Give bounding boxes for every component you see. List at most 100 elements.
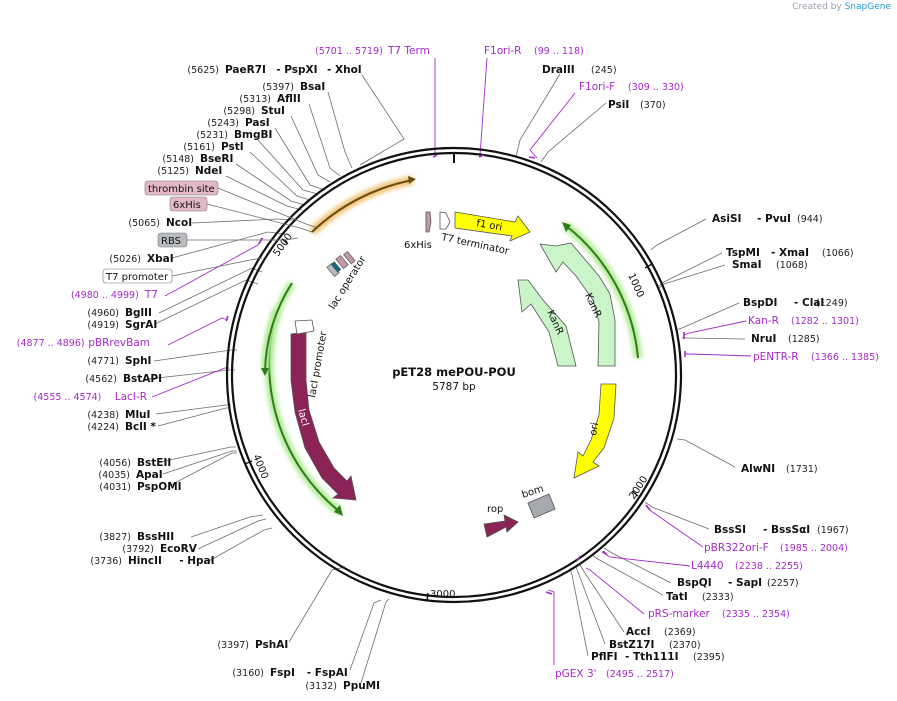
right-primer-5: pGEX 3' xyxy=(555,668,597,680)
enzyme-name-1: BsaI xyxy=(300,81,325,93)
right-primer-pos-2: (1985 .. 2004) xyxy=(780,543,848,554)
enzyme-name-14: BstAPI xyxy=(123,373,162,385)
left-primer-0: T7 xyxy=(144,289,158,301)
enzyme-pos-24: (3160) xyxy=(232,668,264,679)
sixhis-box-label: 6xHis xyxy=(173,200,201,211)
renzyme-extra-5: - ClaI xyxy=(794,297,824,309)
renzyme-name-5: BspDI xyxy=(743,297,777,309)
enzyme-pos-20: (3827) xyxy=(99,532,131,543)
renzyme-pos-6: (1285) xyxy=(788,334,820,345)
right-primer-2: pBR322ori-F xyxy=(704,542,769,554)
enzyme-name-17: BstEII xyxy=(137,457,171,469)
renzyme-extra-8: - BssSαI xyxy=(763,524,810,536)
t7-promoter-label: T7 promoter xyxy=(105,272,169,283)
enzyme-pos-21: (3792) xyxy=(122,544,154,555)
right-primer-pos-0: (1282 .. 1301) xyxy=(791,316,859,327)
right-primer-0: Kan-R xyxy=(748,315,779,327)
left-primer-pos-1: (4877 .. 4896) xyxy=(17,338,85,349)
renzyme-name-11: AccI xyxy=(626,626,650,638)
enzyme-pos-16: (4224) xyxy=(87,422,119,433)
enzyme-pos-12: (4919) xyxy=(87,320,119,331)
enzyme-pos-14: (4562) xyxy=(85,374,117,385)
enzyme-name-22: HincII xyxy=(128,555,162,567)
renzyme-name-4: SmaI xyxy=(732,259,762,271)
enzyme-pos-22: (3736) xyxy=(90,556,122,567)
feature-f1-ori: f1 ori xyxy=(454,211,531,242)
rop-label: rop xyxy=(487,504,503,515)
right-primer-pos-4: (2335 .. 2354) xyxy=(722,609,790,620)
tick-2000: 2000 xyxy=(627,474,650,501)
enzyme-pos-23: (3397) xyxy=(217,640,249,651)
renzyme-pos-9: (2257) xyxy=(767,578,799,589)
renzyme-pos-5: (1249) xyxy=(816,298,848,309)
enzyme-name-5: BmgBI xyxy=(234,129,272,141)
sixxhis-label: 6xHis xyxy=(404,240,432,251)
enzyme-name-2: AflII xyxy=(277,93,301,105)
enzyme-extra-0: - PspXI xyxy=(276,64,317,76)
enzyme-pos-1: (5397) xyxy=(262,82,294,93)
enzyme-name-3: StuI xyxy=(261,105,285,117)
renzyme-extra-9: - SapI xyxy=(728,577,762,589)
f1-ori-label: f1 ori xyxy=(475,218,503,233)
tick-1000: 1000 xyxy=(625,272,645,300)
feature-lac-operator: lac operator xyxy=(326,250,369,312)
top-primer-pos-1: (99 .. 118) xyxy=(534,46,584,57)
plasmid-name: pET28 mePOU-POU xyxy=(392,365,516,379)
renzyme-extra-3: - XmaI xyxy=(771,247,809,259)
box-leaders xyxy=(171,187,319,277)
enzyme-pos-2: (5313) xyxy=(239,94,271,105)
renzyme-pos-11: (2369) xyxy=(664,627,696,638)
orf-arcs xyxy=(261,175,643,516)
enzyme-pos-9: (5065) xyxy=(128,218,160,229)
enzyme-pos-3: (5298) xyxy=(223,106,255,117)
renzyme-name-12: BstZ17I xyxy=(609,639,654,651)
renzyme-name-2: AsiSI xyxy=(712,213,741,225)
right-primer-4: pRS-marker xyxy=(648,608,711,620)
enzyme-name-16: BclI * xyxy=(125,421,156,433)
enzyme-name-24: FspI xyxy=(270,667,295,679)
right-primer-3: L4440 xyxy=(691,560,724,572)
feature-bom: bom xyxy=(521,484,556,519)
renzyme-name-13: PflFI xyxy=(591,651,618,663)
enzyme-extra2-0: - XhoI xyxy=(327,64,362,76)
enzyme-pos-0: (5625) xyxy=(187,65,219,76)
renzyme-pos-12: (2370) xyxy=(669,640,701,651)
ori-label: ori xyxy=(588,422,601,437)
t7-terminator-label: T7 terminator xyxy=(439,232,510,257)
feature-rop: rop xyxy=(483,504,519,538)
top-primer-2: F1ori-F xyxy=(579,81,615,93)
right-primer-pos-1: (1366 .. 1385) xyxy=(811,352,879,363)
snapgene-logo: SnapGene xyxy=(844,2,891,12)
enzyme-name-0: PaeR7I xyxy=(225,64,266,76)
feature-kanr-inner: KanR xyxy=(517,279,577,367)
thrombin-label: thrombin site xyxy=(148,184,215,195)
right-primer-1: pENTR-R xyxy=(753,351,799,363)
enzyme-pos-5: (5231) xyxy=(196,130,228,141)
renzyme-name-7: AlwNI xyxy=(741,463,775,475)
enzyme-name-12: SgrAI xyxy=(125,319,157,331)
site-labels: (5625) PaeR7I - PspXI - XhoI (5397) BsaI (5313… xyxy=(17,45,879,692)
enzyme-pos-10: (5026) xyxy=(109,254,141,265)
renzyme-name-8: BssSI xyxy=(714,524,746,536)
plasmid-length: 5787 bp xyxy=(432,381,476,393)
top-primer-pos-2: (309 .. 330) xyxy=(628,82,684,93)
renzyme-pos-13: (2395) xyxy=(693,652,725,663)
renzyme-pos-2: (944) xyxy=(797,214,823,225)
boxed-label-thrombin: thrombin site xyxy=(144,180,219,196)
enzyme-name-7: BseRI xyxy=(200,153,233,165)
backbone-outer xyxy=(225,146,683,604)
renzyme-name-0: DraIII xyxy=(542,64,575,76)
top-primer-0: T7 Term xyxy=(387,45,430,57)
left-primer-1: pBRrevBam xyxy=(88,337,150,349)
renzyme-pos-0: (245) xyxy=(591,65,617,76)
enzyme-name-25: PpuMI xyxy=(343,680,380,692)
boxed-label-6xhis: 6xHis xyxy=(169,196,208,212)
enzyme-name-23: PshAI xyxy=(255,639,288,651)
enzyme-name-15: MluI xyxy=(125,409,150,421)
renzyme-name-10: TatI xyxy=(666,591,688,603)
enzyme-extra-22: - HpaI xyxy=(179,555,214,567)
renzyme-extra-2: - PvuI xyxy=(757,213,791,225)
renzyme-name-1: PsiI xyxy=(608,99,629,111)
renzyme-pos-3: (1066) xyxy=(822,248,854,259)
